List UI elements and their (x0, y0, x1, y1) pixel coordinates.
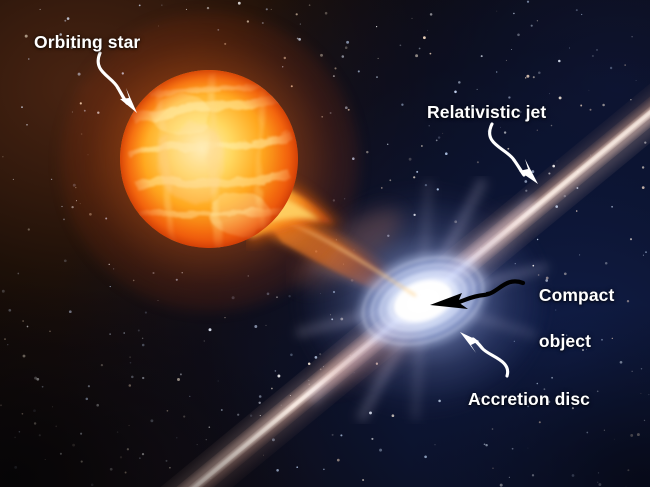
orbiting-star (120, 70, 298, 248)
label-compact-object-line2: object (538, 331, 591, 351)
compact-object-arrow (430, 279, 526, 309)
label-relativistic-jet: Relativistic jet (427, 102, 547, 122)
orbiting-star-arrow (96, 51, 137, 113)
label-orbiting-star: Orbiting star (34, 32, 141, 52)
label-compact-object: Compact object (519, 261, 614, 376)
label-compact-object-line1: Compact (538, 285, 615, 305)
label-accretion-disc: Accretion disc (468, 389, 590, 409)
accretion-disc-arrow (460, 332, 510, 378)
relativistic-jet-arrow (488, 122, 538, 184)
